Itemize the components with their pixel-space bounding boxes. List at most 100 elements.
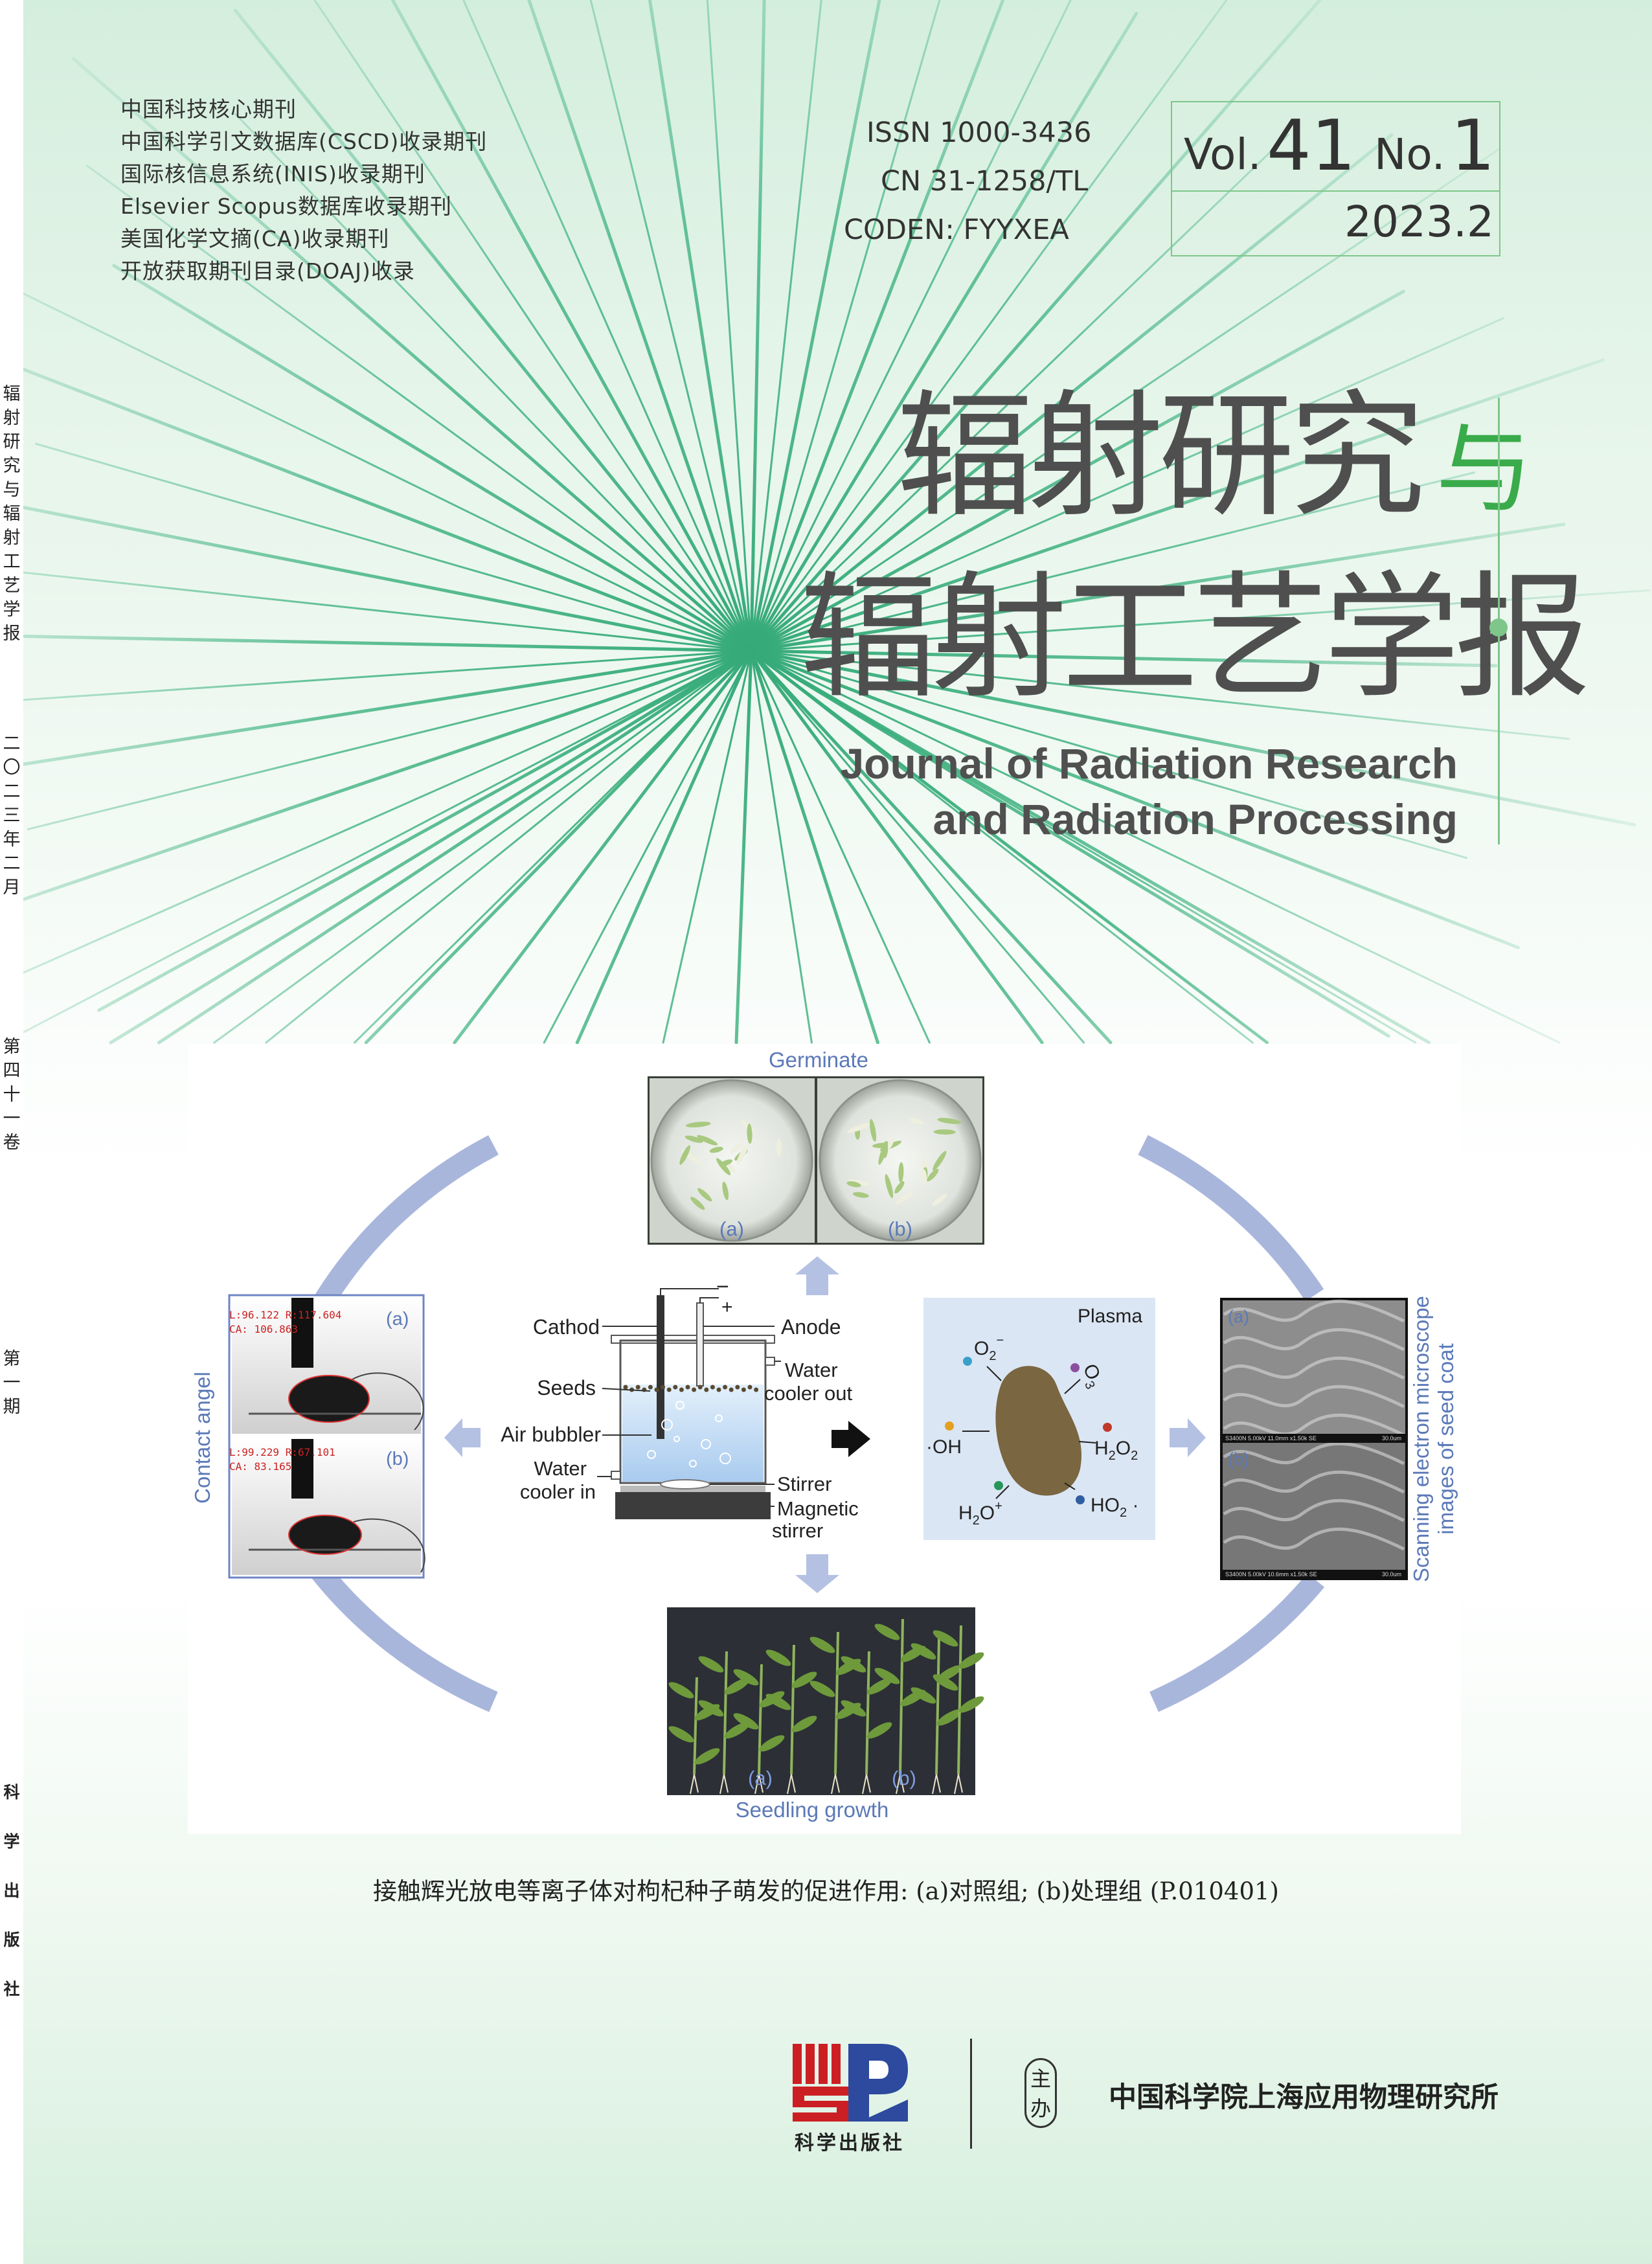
ray-line bbox=[749, 649, 1390, 1038]
arrow-down bbox=[795, 1554, 839, 1593]
sponsor-institute: 中国科学院上海应用物理研究所 bbox=[1109, 2081, 1499, 2114]
label-seeds: Seeds bbox=[537, 1376, 596, 1399]
ray-line bbox=[543, 650, 752, 1044]
ray-line bbox=[734, 649, 753, 1045]
seedling-leaf bbox=[698, 1656, 724, 1673]
ray-line bbox=[750, 650, 931, 1044]
ray-line bbox=[750, 650, 1468, 859]
seedling-leaf bbox=[911, 1687, 936, 1704]
sem-texture bbox=[1223, 1299, 1405, 1551]
english-title-line2: and Radiation Processing bbox=[933, 795, 1458, 843]
seedling-leaf bbox=[694, 1748, 720, 1765]
seed bbox=[635, 1385, 640, 1390]
ray-line bbox=[85, 164, 752, 652]
ray-line bbox=[265, 650, 752, 1044]
seedling-leaf bbox=[874, 1668, 900, 1684]
ray-line bbox=[749, 649, 1636, 827]
sem-caption-a: S3400N 5.00kV 11.0mm x1.50k SE bbox=[1225, 1435, 1317, 1442]
seedling-stem bbox=[865, 1651, 870, 1775]
ray-line bbox=[749, 649, 1498, 668]
no-number: 1 bbox=[1451, 106, 1495, 187]
indexing-item: 中国科学引文数据库(CSCD)收录期刊 bbox=[120, 129, 488, 154]
ray-line bbox=[364, 649, 753, 1045]
ray-line bbox=[749, 0, 881, 653]
h2o-ion-dot bbox=[994, 1481, 1003, 1490]
seedling-photo: (a) (b) bbox=[667, 1607, 984, 1795]
seed bbox=[623, 1385, 628, 1390]
sprout bbox=[747, 1123, 752, 1144]
seedling-leaf bbox=[724, 1678, 750, 1695]
seed bbox=[648, 1385, 653, 1390]
sem-scale-b: 30.0um bbox=[1382, 1571, 1401, 1578]
sprout bbox=[927, 1168, 939, 1182]
ray-line bbox=[453, 649, 753, 1045]
ray-line bbox=[706, 0, 752, 652]
ray-line bbox=[749, 649, 1269, 1045]
title-line1-text: 辐射研究 bbox=[897, 377, 1425, 536]
cover-figure: Germinate (a) (b) Contact angel bbox=[190, 1048, 1458, 1822]
seedling-leaf bbox=[791, 1715, 817, 1732]
sem-scale-a: 30.0um bbox=[1382, 1435, 1401, 1442]
sprout bbox=[697, 1188, 712, 1202]
seed bbox=[716, 1387, 721, 1392]
sprout bbox=[679, 1145, 690, 1165]
sprout bbox=[736, 1144, 749, 1164]
seed bbox=[710, 1385, 715, 1390]
sprout bbox=[883, 1141, 888, 1159]
polarity-plus: + bbox=[721, 1296, 733, 1318]
seedling-leaf bbox=[765, 1649, 791, 1666]
ray-line bbox=[749, 0, 1322, 653]
sprout bbox=[716, 1158, 731, 1175]
ray-line bbox=[27, 650, 752, 830]
seedling-leaf bbox=[866, 1678, 892, 1695]
arrow-left bbox=[444, 1418, 481, 1457]
sprout bbox=[709, 1146, 723, 1153]
sem-label-b: (b) bbox=[1228, 1449, 1249, 1469]
cn-number: CN 31-1258/TL bbox=[881, 165, 1089, 198]
bubble bbox=[701, 1439, 711, 1449]
plasma-panel: Plasma O2− O3 ·OH H2O2 H2O+ HO2 · bbox=[923, 1298, 1155, 1540]
sprout bbox=[690, 1197, 705, 1210]
germinate-label: Germinate bbox=[769, 1048, 868, 1072]
seedling-leaf bbox=[698, 1700, 724, 1717]
sprout bbox=[932, 1194, 947, 1206]
ray-line bbox=[233, 8, 753, 653]
issn: ISSN 1000-3436 bbox=[866, 117, 1092, 149]
seedling-leaf bbox=[759, 1735, 785, 1752]
ray-line bbox=[157, 649, 753, 1045]
process-arrows bbox=[444, 1256, 1206, 1593]
arrow-to-plasma bbox=[832, 1421, 870, 1457]
oh-radical-dot bbox=[945, 1421, 954, 1431]
ray-line bbox=[750, 650, 1085, 1044]
ca-label-b: (b) bbox=[386, 1449, 409, 1469]
ray-line bbox=[750, 0, 941, 652]
ray-line bbox=[0, 650, 752, 703]
ray-line bbox=[749, 649, 1113, 1045]
bubble bbox=[673, 1436, 680, 1442]
seedling-leaf bbox=[809, 1636, 835, 1653]
ray-line bbox=[71, 56, 753, 653]
seedling-root bbox=[932, 1774, 941, 1794]
ray-line bbox=[390, 0, 753, 653]
sem-ridge bbox=[1223, 1442, 1405, 1466]
bubble bbox=[675, 1401, 685, 1410]
sprouts-control bbox=[679, 1120, 782, 1210]
sprout bbox=[697, 1135, 718, 1146]
sprout bbox=[898, 1162, 904, 1183]
sem-ridge bbox=[1223, 1499, 1405, 1523]
seedling-stem bbox=[957, 1625, 962, 1775]
spine-issue: 第一期 bbox=[3, 1349, 21, 1417]
ray-line bbox=[750, 0, 1228, 652]
ray-line bbox=[0, 649, 753, 770]
vol-number: 41 bbox=[1267, 106, 1356, 187]
ray-line bbox=[750, 0, 822, 652]
ray-line bbox=[749, 358, 1605, 653]
ray-line bbox=[749, 0, 1005, 653]
publisher-name: 科学出版社 bbox=[795, 2132, 905, 2155]
seedling-leaf bbox=[733, 1713, 759, 1730]
seed bbox=[661, 1385, 666, 1390]
sprout bbox=[869, 1118, 877, 1142]
sprout bbox=[937, 1118, 962, 1124]
o3-dot bbox=[1070, 1363, 1080, 1372]
bubble bbox=[719, 1453, 731, 1464]
